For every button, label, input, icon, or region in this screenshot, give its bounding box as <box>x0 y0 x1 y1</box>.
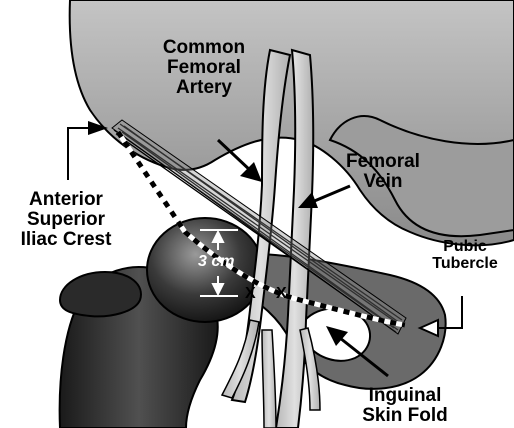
femoral-vein-branch <box>262 330 276 428</box>
label-inguinal-skin-fold: Inguinal Skin Fold <box>346 386 464 426</box>
marker-vein-x: X <box>276 285 287 303</box>
label-common-femoral-artery: Common Femoral Artery <box>148 38 260 98</box>
label-pubic-tubercle: Pubic Tubercle <box>416 238 514 272</box>
label-femoral-vein: Femoral Vein <box>330 152 436 192</box>
marker-artery-x: X <box>245 285 256 303</box>
leader-asis <box>68 128 100 180</box>
greater-trochanter <box>60 272 141 316</box>
label-anterior-superior-iliac-crest: Anterior Superior Iliac Crest <box>0 190 132 250</box>
measurement-3cm: 3 cm <box>198 253 234 271</box>
